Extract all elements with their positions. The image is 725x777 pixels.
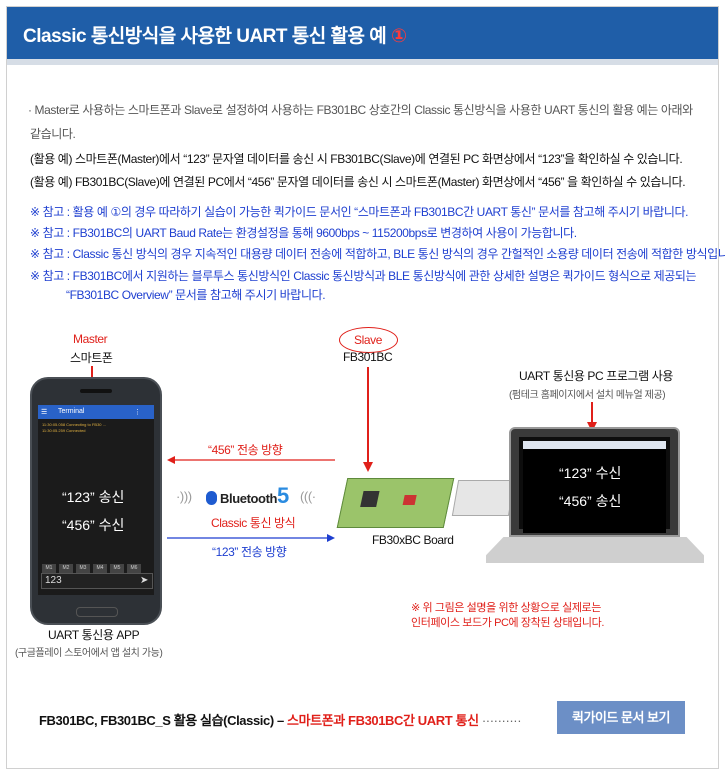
bluetooth-version: 5 xyxy=(277,483,289,508)
bluetooth-icon xyxy=(206,491,217,505)
phone-recv-text: “456” 수신 xyxy=(62,517,125,533)
circle-number: ① xyxy=(391,26,407,47)
board-label: FB30xBC Board xyxy=(372,533,454,547)
footer-link[interactable]: FB301BC, FB301BC_S 활용 실습(Classic) – 스마트폰… xyxy=(39,713,522,728)
phone-send-text: “123” 송신 xyxy=(62,489,125,505)
board-chip xyxy=(402,495,417,505)
diagram-note-2: 인터페이스 보드가 PC에 장착된 상태입니다. xyxy=(411,617,605,629)
pc-label: UART 통신용 PC 프로그램 사용 xyxy=(519,369,673,383)
slave-oval xyxy=(339,327,398,353)
smartphone: ☰ Terminal ⋮ 11:30:05.058 Connecting to … xyxy=(30,377,162,625)
pc-send-text: “456” 송신 xyxy=(559,493,622,509)
laptop-screen: “123” 수신 “456” 송신 xyxy=(519,437,670,533)
macro-key[interactable]: M1 xyxy=(42,564,56,573)
phone-home-button xyxy=(76,607,118,617)
content-frame xyxy=(6,6,719,769)
more-icon[interactable]: ⋮ xyxy=(134,409,141,416)
note-1: ※ 참고 : 활용 예 ①의 경우 따라하기 실습이 가능한 퀵가이드 문서인 … xyxy=(30,205,689,219)
fb30xbc-board xyxy=(336,478,455,528)
app-label: UART 통신용 APP xyxy=(48,628,140,642)
slave-label: Slave xyxy=(354,333,383,347)
signal-left-icon: ·))) xyxy=(176,489,192,504)
right-arrow xyxy=(167,534,335,542)
intro-line-2: 같습니다. xyxy=(30,127,76,141)
macro-key[interactable]: M6 xyxy=(127,564,141,573)
terminal-appbar: ☰ Terminal ⋮ xyxy=(38,405,154,419)
phone-label: 스마트폰 xyxy=(70,351,113,365)
terminal-input[interactable]: 123 ➤ xyxy=(41,573,153,589)
note-2: ※ 참고 : FB301BC의 UART Baud Rate는 환경설정을 통해… xyxy=(30,226,577,240)
macro-key[interactable]: M2 xyxy=(59,564,73,573)
laptop: “123” 수신 “456” 송신 xyxy=(509,427,680,537)
master-label: Master xyxy=(73,332,108,346)
arrow-bottom-label: “123” 전송 방향 xyxy=(212,545,287,559)
section-header: Classic 통신방식을 사용한 UART 통신 활용 예 ① xyxy=(7,7,718,65)
laptop-base xyxy=(486,537,704,563)
signal-right-icon: (((· xyxy=(300,489,316,504)
terminal-title: Terminal xyxy=(58,408,85,415)
menu-icon[interactable]: ☰ xyxy=(41,409,48,416)
note-3: ※ 참고 : Classic 통신 방식의 경우 지속적인 대용량 데이터 전송… xyxy=(30,247,725,261)
send-icon[interactable]: ➤ xyxy=(140,575,149,586)
classic-label: Classic 통신 방식 xyxy=(211,516,296,530)
app-sub-label: (구글플레이 스토어에서 앱 설치 가능) xyxy=(15,648,163,659)
macro-key[interactable]: M5 xyxy=(110,564,124,573)
section-title: Classic 통신방식을 사용한 UART 통신 활용 예 ① xyxy=(23,26,407,47)
intro-line-1: · Master로 사용하는 스마트폰과 Slave로 설정하여 사용하는 FB… xyxy=(28,103,693,117)
fb-label: FB301BC xyxy=(343,350,393,364)
macro-keys: M1 M2 M3 M4 M5 M6 xyxy=(42,564,141,573)
bluetooth-text: Bluetooth xyxy=(220,491,278,506)
arrow-top-label: “456” 전송 방향 xyxy=(208,443,283,457)
board-chip xyxy=(360,491,380,507)
note-4: ※ 참고 : FB301BC에서 지원하는 블루투스 통신방식인 Classic… xyxy=(30,269,697,283)
terminal-log: 11:30:05.058 Connecting to FB30 ...11:30… xyxy=(42,422,106,433)
pc-recv-text: “123” 수신 xyxy=(559,465,622,481)
macro-key[interactable]: M3 xyxy=(76,564,90,573)
phone-screen: ☰ Terminal ⋮ 11:30:05.058 Connecting to … xyxy=(38,405,154,595)
macro-key[interactable]: M4 xyxy=(93,564,107,573)
example-2: (활용 예) FB301BC(Slave)에 연결된 PC에서 “456” 문자… xyxy=(30,175,686,189)
pc-sub-label: (펌테크 홈페이지에서 설치 메뉴얼 제공) xyxy=(509,390,666,401)
example-1: (활용 예) 스마트폰(Master)에서 “123” 문자열 데이터를 송신 … xyxy=(30,152,683,166)
board-pointer-arrow xyxy=(363,367,373,472)
phone-speaker xyxy=(80,389,112,393)
quickguide-button[interactable]: 퀵가이드 문서 보기 xyxy=(557,701,685,734)
terminal-window: “123” 수신 “456” 송신 xyxy=(523,441,666,533)
usb-connector xyxy=(451,480,516,516)
left-arrow xyxy=(167,456,335,464)
note-5: “FB301BC Overview” 문서를 참고해 주시기 바랍니다. xyxy=(66,288,326,302)
diagram-note-1: ※ 위 그림은 설명을 위한 상황으로 실제로는 xyxy=(411,602,601,614)
